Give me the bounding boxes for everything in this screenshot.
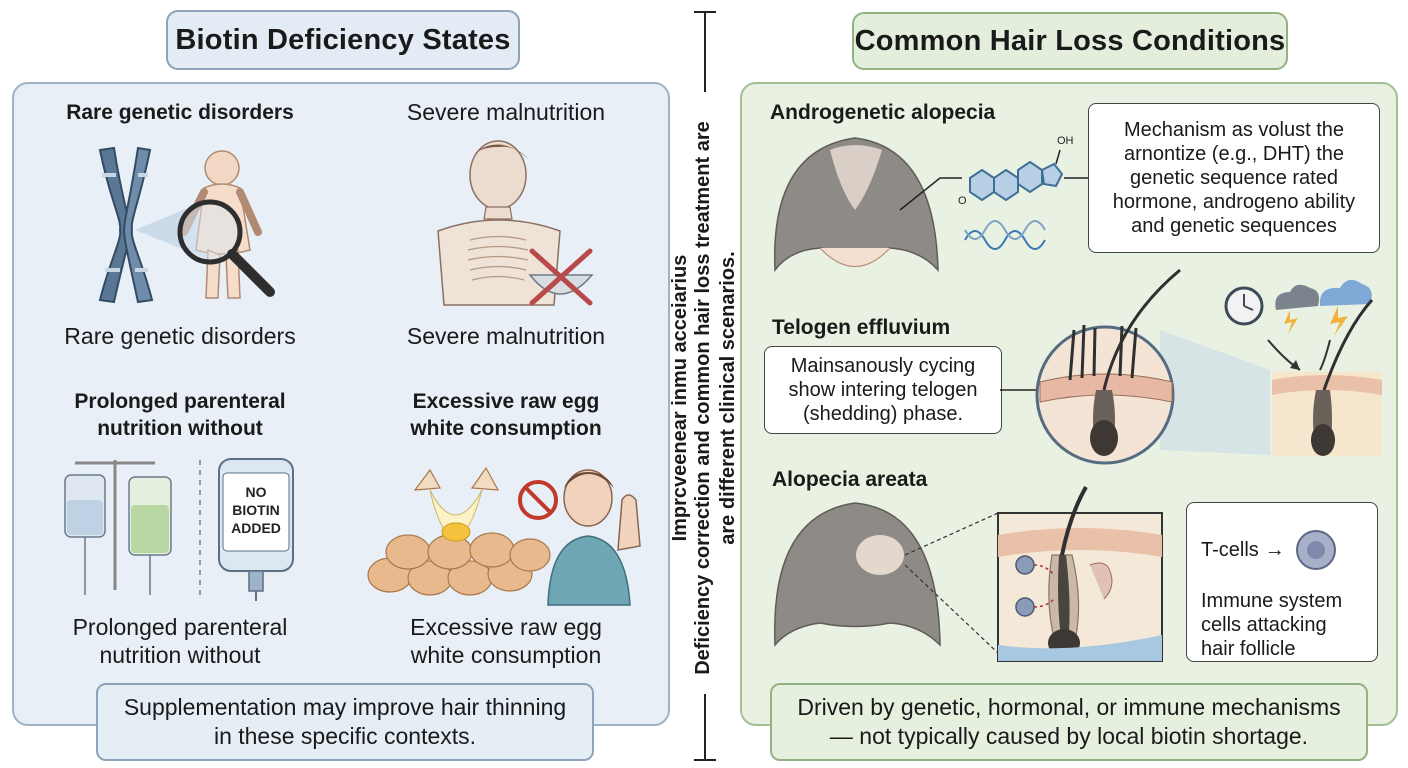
clock-icon bbox=[1224, 286, 1264, 326]
thin-person-icon bbox=[437, 140, 561, 306]
bag-label-l2: BIOTIN bbox=[232, 502, 279, 518]
iv-bags-illustration: NO BIOTIN ADDED bbox=[64, 458, 294, 601]
telogen-callout-l3: (shedding) phase. bbox=[802, 403, 964, 425]
telogen-callout: Mainsanously cycing show intering teloge… bbox=[764, 346, 1002, 434]
raw-egg-heading: Excessive raw egg white consumption bbox=[356, 388, 656, 442]
right-footer-l1: Driven by genetic, hormonal, or immune m… bbox=[797, 694, 1341, 720]
rare-genetic-caption: Rare genetic disorders bbox=[64, 323, 296, 349]
tcell-row: T-cells → bbox=[1201, 527, 1363, 573]
areata-callout-l1: Immune system bbox=[1201, 590, 1343, 612]
malnutrition-heading: Severe malnutrition bbox=[406, 99, 606, 125]
areata-callout-l2: cells attacking bbox=[1201, 614, 1327, 636]
patchy-scalp-icon bbox=[773, 502, 941, 647]
divider-text-backdrop bbox=[672, 92, 738, 694]
magnifier-icon bbox=[177, 199, 275, 297]
molecule-label-2: O bbox=[958, 195, 967, 207]
steroid-molecule-icon: OH O bbox=[958, 135, 1074, 207]
thinning-scalp-icon bbox=[773, 137, 939, 273]
parenteral-caption-l2: nutrition without bbox=[99, 642, 261, 668]
areata-heading: Alopecia areata bbox=[772, 468, 928, 491]
no-symbol-icon bbox=[518, 480, 558, 520]
person-waving-icon bbox=[547, 469, 641, 606]
malnutrition-caption: Severe malnutrition bbox=[406, 323, 606, 349]
shedding-follicle-icon bbox=[1272, 298, 1382, 456]
right-title: Common Hair Loss Conditions bbox=[852, 12, 1288, 70]
rare-genetic-heading: Rare genetic disorders bbox=[66, 101, 294, 124]
androgenetic-callout: Mechanism as volust the arnontize (e.g.,… bbox=[1088, 103, 1380, 253]
follicle-magnified-icon bbox=[1035, 268, 1181, 465]
telogen-heading: Telogen effluvium bbox=[772, 316, 951, 339]
androgenetic-callout-l4: hormone, androgeno ability bbox=[1112, 191, 1356, 213]
androgenetic-callout-l1: Mechanism as volust the bbox=[1123, 119, 1345, 141]
dna-helix-icon bbox=[964, 220, 1046, 250]
divider-line-1: Imprcveenear inmu acceiarius bbox=[669, 254, 691, 542]
areata-illustration bbox=[773, 486, 1163, 662]
raw-eggs-illustration bbox=[367, 466, 641, 606]
parenteral-heading-l2: nutrition without bbox=[97, 417, 263, 440]
telogen-callout-l1: Mainsanously cycing bbox=[790, 355, 976, 377]
bag-label-l1: NO bbox=[246, 484, 267, 500]
right-footer-l2: — not typically caused by local biotin s… bbox=[829, 723, 1309, 749]
parenteral-heading-l1: Prolonged parenteral bbox=[74, 390, 286, 413]
right-footer-box: Driven by genetic, hormonal, or immune m… bbox=[770, 683, 1368, 761]
cracked-egg-icon bbox=[413, 466, 500, 542]
bag-label-l3: ADDED bbox=[231, 520, 281, 536]
tcell-label: T-cells bbox=[1201, 539, 1259, 561]
iv-bag-green-icon bbox=[128, 476, 172, 595]
androgenetic-callout-l5: and genetic sequences bbox=[1131, 215, 1337, 237]
parenteral-heading: Prolonged parenteral nutrition without bbox=[30, 388, 330, 442]
molecule-label: OH bbox=[1057, 135, 1074, 147]
left-footer-box: Supplementation may improve hair thinnin… bbox=[96, 683, 594, 761]
follicle-crosssection-icon bbox=[997, 486, 1163, 662]
left-title: Biotin Deficiency States bbox=[166, 10, 520, 70]
raw-egg-caption: Excessive raw egg white consumption bbox=[356, 613, 656, 669]
parenteral-caption: Prolonged parenteral nutrition without bbox=[30, 613, 330, 669]
iv-bag-clear-icon bbox=[64, 474, 106, 595]
empty-bowl-icon bbox=[528, 248, 594, 306]
raw-egg-caption-l1: Excessive raw egg bbox=[410, 614, 602, 640]
androgenetic-heading: Androgenetic alopecia bbox=[770, 101, 996, 124]
egg-pile-icon bbox=[367, 532, 551, 596]
areata-callout: T-cells → Immune system cells attacking … bbox=[1186, 502, 1378, 662]
telogen-callout-l2: show intering telogen bbox=[788, 379, 978, 401]
androgenetic-callout-l3: genetic sequence rated bbox=[1130, 167, 1338, 189]
parenteral-caption-l1: Prolonged parenteral bbox=[72, 614, 288, 640]
arrow-right-icon: → bbox=[1264, 539, 1285, 561]
telogen-illustration bbox=[1000, 268, 1382, 465]
lightning-cloud-icon bbox=[1319, 279, 1372, 336]
malnourished-figure-illustration bbox=[437, 140, 594, 306]
tcell-icon bbox=[1295, 530, 1336, 570]
androgenetic-callout-l2: arnontize (e.g., DHT) the bbox=[1123, 143, 1345, 165]
areata-callout-l3: hair follicle bbox=[1201, 638, 1296, 660]
raw-egg-caption-l2: white consumption bbox=[410, 642, 602, 668]
androgenetic-illustration: OH O bbox=[773, 135, 1088, 273]
tcell-attack-icon bbox=[1015, 555, 1055, 617]
left-footer-l2: in these specific contexts. bbox=[213, 723, 477, 749]
raw-egg-heading-l2: white consumption bbox=[410, 417, 602, 440]
chromosome-magnifier-illustration bbox=[98, 146, 275, 304]
no-biotin-bag-icon: NO BIOTIN ADDED bbox=[218, 458, 294, 601]
left-footer-l1: Supplementation may improve hair thinnin… bbox=[123, 694, 567, 720]
chromosome-icon bbox=[98, 146, 154, 304]
divider-line-2: Deficiency correction and common hair lo… bbox=[692, 121, 714, 675]
divider-line-3: are different clinical scenarios. bbox=[717, 251, 739, 545]
raw-egg-heading-l1: Excessive raw egg bbox=[412, 390, 600, 413]
storm-cloud-icon bbox=[1275, 284, 1319, 334]
iv-stand-icon bbox=[75, 460, 155, 590]
